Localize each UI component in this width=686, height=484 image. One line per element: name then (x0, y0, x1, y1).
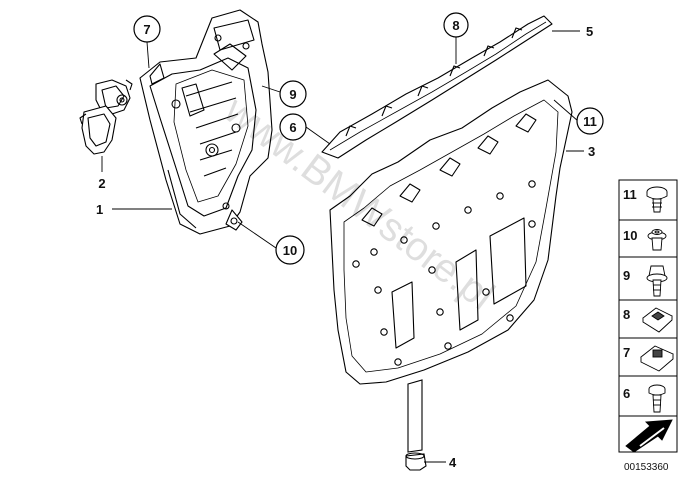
clip-nut-icon (642, 307, 673, 333)
window-regulator-frame (139, 9, 273, 235)
support-rod (405, 379, 427, 471)
legend-row-9: 9 (623, 265, 668, 297)
callout-1: 1 (96, 202, 103, 217)
window-motor (79, 79, 133, 155)
svg-text:3: 3 (588, 144, 595, 159)
direction-arrow-icon (625, 419, 673, 453)
svg-text:7: 7 (623, 345, 630, 360)
svg-text:11: 11 (623, 187, 637, 202)
collar-screw-icon (647, 229, 667, 251)
svg-text:1: 1 (96, 202, 103, 217)
svg-text:10: 10 (283, 243, 297, 258)
callout-2: 2 (98, 176, 105, 191)
svg-text:9: 9 (623, 268, 630, 283)
callout-7: 7 (133, 15, 161, 43)
side-legend: 11 10 9 (618, 179, 678, 453)
trim-strip (321, 15, 553, 159)
callout-6: 6 (279, 113, 307, 141)
bolt-icon (648, 384, 666, 413)
hex-bolt-icon (646, 265, 668, 297)
legend-row-10: 10 (623, 228, 667, 251)
legend-row-7: 7 (623, 345, 674, 372)
clip-nut-variant-icon (640, 345, 674, 372)
svg-text:10: 10 (623, 228, 637, 243)
svg-text:5: 5 (586, 24, 593, 39)
svg-text:11: 11 (583, 114, 597, 129)
svg-text:8: 8 (452, 18, 459, 33)
svg-text:8: 8 (623, 307, 630, 322)
legend-row-8: 8 (623, 307, 673, 333)
svg-text:7: 7 (143, 22, 150, 37)
reference-number: 00153360 (624, 462, 669, 473)
callout-9: 9 (279, 80, 307, 108)
svg-text:6: 6 (623, 386, 630, 401)
push-clip-icon (646, 186, 668, 213)
callout-3: 3 (588, 144, 595, 159)
svg-text:4: 4 (449, 455, 457, 470)
legend-row-11: 11 (623, 186, 668, 213)
svg-text:6: 6 (289, 120, 296, 135)
door-panel (329, 79, 573, 385)
leader-lines (101, 30, 584, 463)
svg-text:2: 2 (98, 176, 105, 191)
svg-text:9: 9 (289, 87, 296, 102)
legend-row-6: 6 (623, 384, 666, 413)
callout-11: 11 (576, 107, 604, 135)
callout-10: 10 (275, 235, 305, 265)
callout-4: 4 (449, 455, 457, 470)
callout-5: 5 (586, 24, 593, 39)
callout-8: 8 (443, 12, 469, 38)
